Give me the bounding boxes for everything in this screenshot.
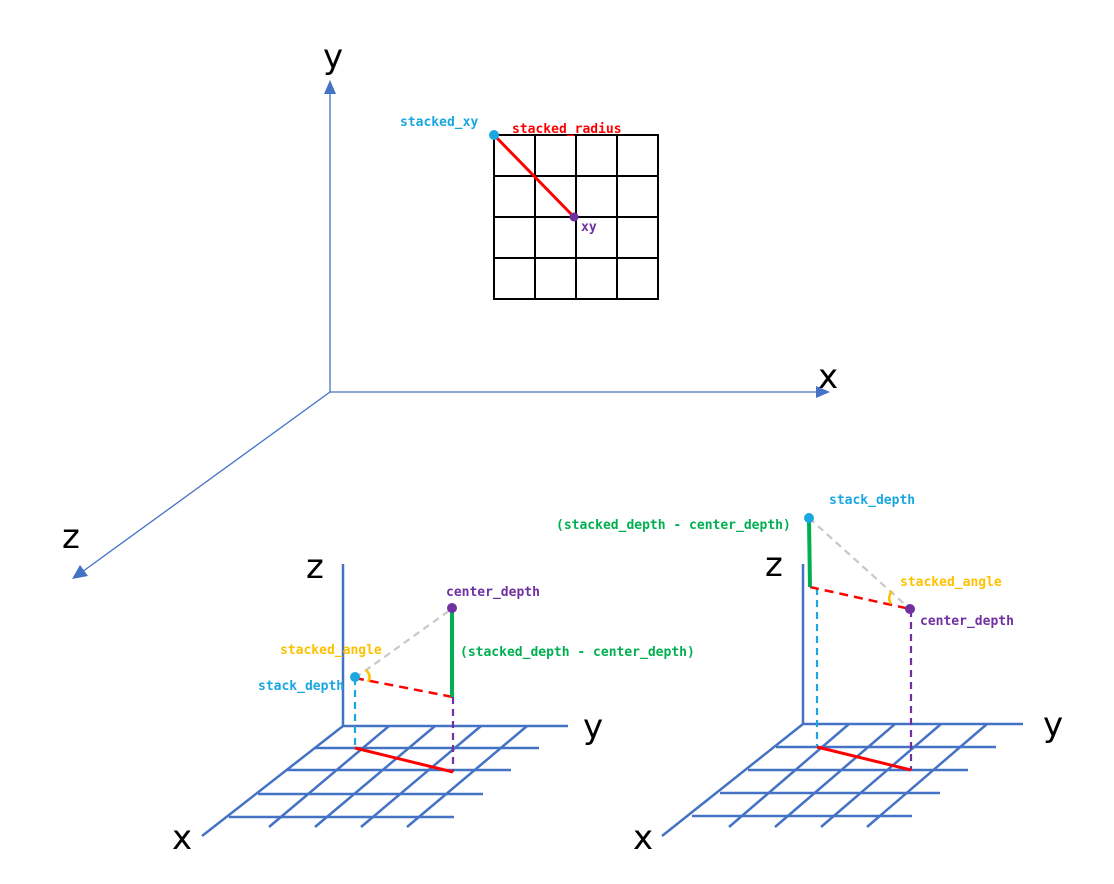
left-stacked-angle-label: stacked_angle (280, 643, 382, 658)
main-z-axis (81, 391, 331, 573)
right-angle-arc (888, 590, 894, 605)
right-floor-radius (816, 745, 912, 772)
left-angle-arc (365, 669, 371, 683)
main-x-label: x (818, 357, 838, 397)
main-z-label: z (62, 517, 80, 557)
right-center-depth-point (905, 604, 915, 614)
stacked-xy-point (489, 130, 499, 140)
left-floor-grid (201, 724, 568, 837)
right-x-label: x (633, 818, 653, 858)
left-z-label: z (306, 547, 324, 587)
right-center-depth-label: center_depth (920, 614, 1014, 629)
xy-point (569, 212, 579, 222)
right-floor-grid (661, 722, 1023, 837)
right-depth-diff-line (807, 519, 812, 588)
main-y-label: y (323, 37, 343, 77)
right-z-label: z (765, 545, 783, 585)
left-stack-depth-point (350, 672, 360, 682)
main-x-arrowhead (816, 386, 830, 398)
left-diagram: z y x center_depth stacked_angle stack_d… (172, 547, 695, 858)
left-radius-dashed (354, 676, 454, 699)
right-radius-dashed (809, 585, 911, 611)
left-y-label: y (583, 707, 603, 747)
right-stack-depth-label: stack_depth (829, 493, 915, 508)
main-axes (81, 92, 818, 573)
left-depth-diff-label: (stacked_depth - center_depth) (460, 645, 695, 660)
left-stack-depth-label: stack_depth (258, 679, 344, 694)
right-diagram: z y x stack_depth (stacked_depth - cente… (556, 493, 1063, 858)
right-depth-diff-label: (stacked_depth - center_depth) (556, 518, 791, 533)
top-grid (493, 134, 659, 300)
left-center-depth-point (447, 603, 457, 613)
right-stack-depth-point (804, 513, 814, 523)
stacked-xy-label: stacked_xy (400, 115, 478, 130)
left-center-depth-label: center_depth (446, 585, 540, 600)
main-z-arrowhead (72, 565, 88, 579)
main-y-arrowhead (324, 80, 336, 94)
left-floor-radius (354, 746, 454, 774)
stacked-radius-line (492, 133, 576, 219)
left-x-label: x (172, 818, 192, 858)
stacked-radius-label: stacked_radius (512, 122, 622, 137)
right-stacked-angle-label: stacked_angle (900, 575, 1002, 590)
right-hypotenuse (808, 517, 911, 610)
right-y-label: y (1043, 705, 1063, 745)
xy-label: xy (581, 220, 597, 235)
left-hypotenuse (354, 607, 454, 679)
